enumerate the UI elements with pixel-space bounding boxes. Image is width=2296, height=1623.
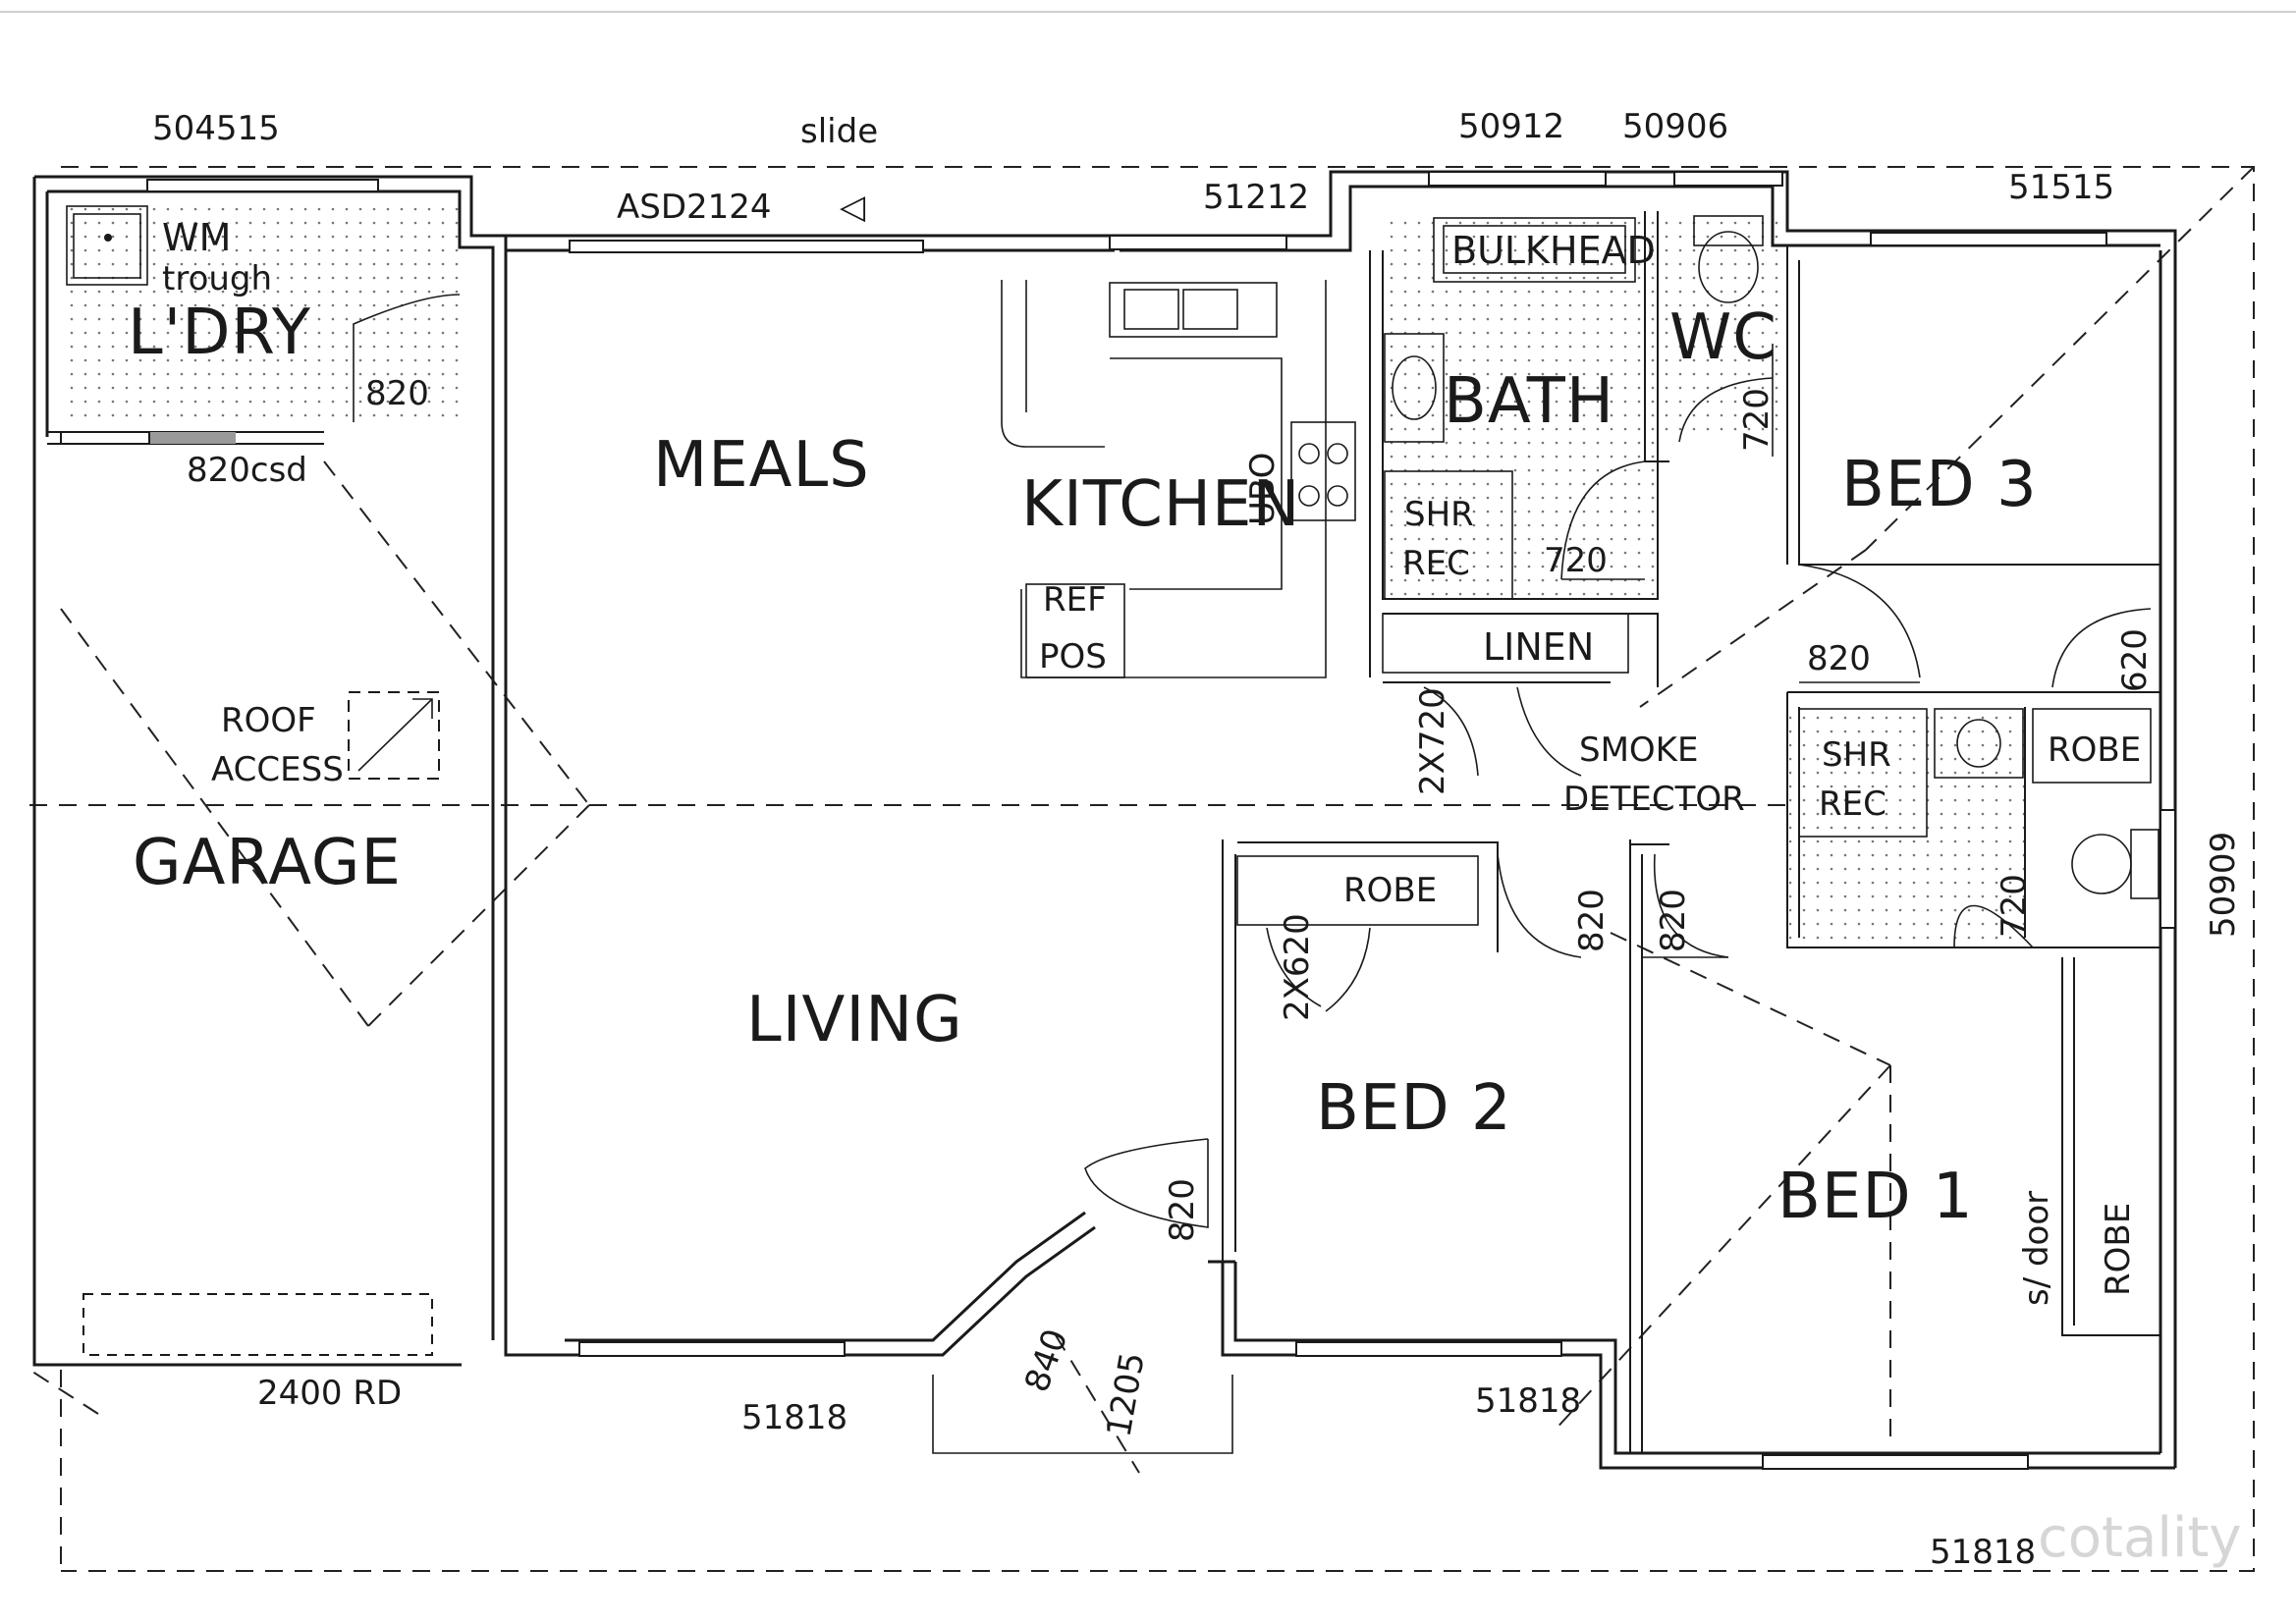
laundry-fixtures	[66, 205, 148, 286]
code-bath-window-2: 50906	[1622, 107, 1728, 146]
room-laundry: L'DRY	[128, 297, 311, 369]
door-garage: 2400 RD	[257, 1374, 402, 1413]
label-smoke: SMOKE	[1579, 730, 1698, 770]
fixture-labels: WM trough BULKHEAD UBO REF POS SHR REC L…	[162, 112, 2141, 1306]
door-ensuite: 720	[1995, 874, 2034, 938]
door-robe-bed2: 2X620	[1278, 913, 1317, 1021]
code-living-window: 51818	[741, 1398, 847, 1437]
code-bed1-window: 51818	[1930, 1533, 2036, 1572]
room-bed3: BED 3	[1841, 449, 2038, 521]
code-laundry-window: 504515	[152, 109, 280, 148]
door-bath: 720	[1544, 541, 1608, 580]
door-swings	[353, 294, 2152, 1228]
label-bulkhead: BULKHEAD	[1451, 229, 1656, 272]
roof-access-hatch	[348, 691, 440, 780]
roof-outline	[28, 166, 2255, 1572]
room-bed2: BED 2	[1316, 1072, 1512, 1145]
windows	[60, 171, 2176, 1470]
room-bath: BATH	[1444, 365, 1614, 438]
watermark: cotality	[2038, 1506, 2242, 1570]
laundry-tiles	[61, 204, 464, 420]
label-robe-bed1: ROBE	[2099, 1203, 2138, 1296]
label-pos: POS	[1039, 637, 1107, 676]
label-detector: DETECTOR	[1563, 780, 1745, 819]
code-bed2-window: 51818	[1475, 1381, 1581, 1421]
label-linen: LINEN	[1483, 625, 1594, 669]
door-bed2: 820	[1572, 889, 1612, 952]
kitchen-cabinets	[1001, 280, 1356, 678]
slide-arrow-icon: ◁	[840, 188, 866, 227]
bath-fixtures	[1384, 215, 2159, 899]
door-bed1: 820	[1654, 889, 1693, 952]
door-entry: 820	[1163, 1178, 1202, 1242]
dim-porch-1: 840	[1017, 1324, 1076, 1397]
door-laundry: 820	[365, 374, 429, 413]
robes	[1236, 613, 2152, 926]
label-rec-bath: REC	[1402, 544, 1470, 583]
label-sliding-door: s/ door	[2017, 1191, 2056, 1306]
window-codes: 504515 ASD2124 51212 50912 50906 51515 5…	[152, 107, 2243, 1572]
label-robe-bed2: ROBE	[1343, 871, 1437, 910]
code-sliding-door: ASD2124	[617, 188, 772, 227]
garage-porch	[82, 1293, 1233, 1474]
label-shr-bath: SHR	[1404, 495, 1474, 534]
code-bed3-window: 51515	[2008, 168, 2114, 207]
label-access: ACCESS	[211, 750, 344, 789]
bath-tiles	[1383, 211, 1658, 604]
room-kitchen: KITCHEN	[1021, 468, 1300, 541]
code-bath-window-1: 50912	[1458, 107, 1564, 146]
ensuite-tiles	[1789, 707, 2025, 947]
code-kitchen-window: 51212	[1203, 178, 1309, 217]
room-labels: L'DRY MEALS KITCHEN BATH WC BED 3 GARAGE…	[128, 297, 2038, 1233]
door-wc: 720	[1737, 388, 1777, 452]
label-ubo: UBO	[1243, 453, 1283, 525]
door-robe-bed3: 620	[2115, 628, 2155, 692]
room-bed1: BED 1	[1777, 1161, 1974, 1233]
room-wc: WC	[1669, 301, 1777, 374]
label-rec-ensuite: REC	[1819, 784, 1886, 824]
label-trough: trough	[162, 259, 272, 298]
room-living: LIVING	[746, 984, 963, 1056]
label-wm: WM	[162, 216, 231, 259]
label-robe-bed3: ROBE	[2048, 730, 2141, 770]
label-slide: slide	[800, 112, 878, 151]
door-bed3: 820	[1807, 639, 1871, 678]
label-roof: ROOF	[221, 701, 316, 740]
room-meals: MEALS	[653, 429, 870, 502]
door-laundry-garage: 820csd	[187, 451, 307, 490]
room-garage: GARAGE	[133, 827, 402, 899]
label-shr-ensuite: SHR	[1822, 735, 1891, 775]
dim-porch-2: 1205	[1099, 1349, 1152, 1439]
code-ensuite-window: 50909	[2204, 832, 2243, 938]
label-ref: REF	[1043, 580, 1107, 620]
door-linen: 2X720	[1413, 687, 1452, 795]
internal-walls	[47, 211, 2160, 1453]
wc-tiles	[1660, 211, 1787, 437]
